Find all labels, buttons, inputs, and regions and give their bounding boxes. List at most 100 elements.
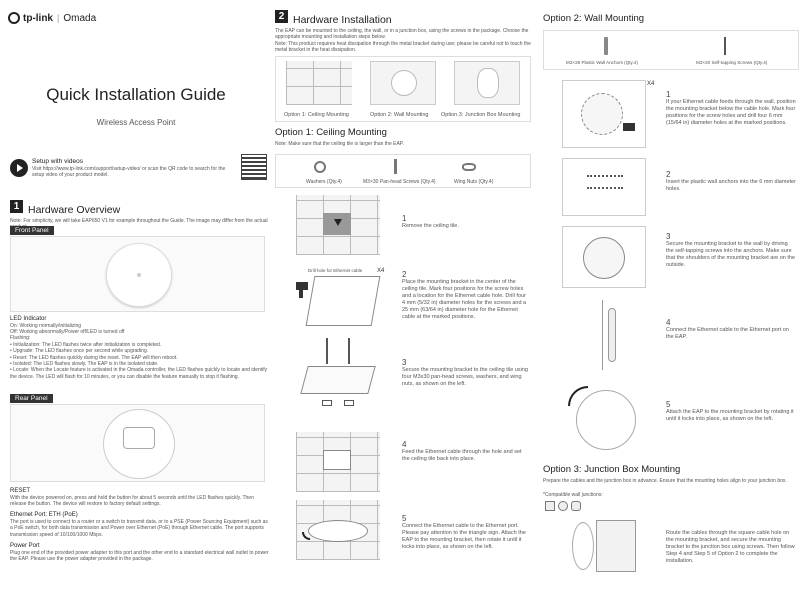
opt1-step1-image (296, 195, 380, 255)
step-text: Place the mounting bracket in the center… (402, 279, 527, 320)
wall-anchor-icon (604, 37, 608, 55)
opt2-step-2: 2 Insert the plastic wall anchors into t… (666, 170, 796, 193)
brand-divider: | (57, 13, 60, 23)
flash-item: • Isolated: The LED flashes slowly. The … (10, 361, 159, 368)
step-number: 2 (666, 170, 671, 179)
eth-desc: The port is used to connect to a router … (10, 519, 268, 538)
part-label: M3×28 Plastic Wall Anchors (Qty.4) (566, 60, 638, 65)
step-text: Connect the Ethernet cable to the Ethern… (666, 327, 789, 340)
flash-item: • Reset: The LED flashes quickly during … (10, 354, 178, 361)
cover-title: Quick Installation Guide (46, 85, 226, 104)
step-number: 5 (666, 400, 671, 409)
tile-plate (300, 366, 376, 394)
port-descriptions: RESET With the device powered on, press … (10, 488, 270, 563)
bracket-shape (583, 237, 625, 279)
eap-side (572, 522, 594, 570)
opt2-parts: M3×28 Plastic Wall Anchors (Qty.4) M3×20… (543, 30, 799, 70)
eap-mounted (308, 520, 368, 542)
option-thumbnails: Option 1: Ceiling Mounting Option 2: Wal… (275, 56, 531, 122)
wall-line (602, 300, 603, 370)
drill-handle-icon (299, 290, 303, 298)
option-label: Option 2: Wall Mounting (370, 112, 429, 118)
brand-logo: tp-link | Omada (8, 12, 96, 24)
anchor-mark (587, 175, 623, 177)
opt2-step3-image (562, 226, 646, 288)
opt2-step-4: 4 Connect the Ethernet cable to the Ethe… (666, 318, 796, 341)
part-label: M3×30 Pan-head Screws (Qty.4) (363, 179, 436, 185)
ceiling-tile (305, 276, 381, 326)
opt1-step3-image (296, 336, 380, 420)
tile-placed (323, 450, 351, 470)
opt1-step-3: 3 Secure the mounting bracket to the cei… (402, 358, 530, 388)
junction-square-icon (545, 501, 555, 511)
part-label: M3×20 Self-tapping Screws (Qty.4) (696, 60, 768, 65)
front-panel-image (10, 236, 265, 312)
led-off: Off: Working abnormally/Power off/LED is… (10, 329, 125, 335)
rear-panel-image (10, 404, 265, 482)
step-number: 1 (666, 90, 671, 99)
hw-install-heading: 2 Hardware Installation (275, 10, 392, 28)
washer-icon (314, 161, 326, 173)
wing-nut-icon (462, 163, 476, 171)
opt2-step2-image (562, 158, 646, 216)
option-thumb-junction[interactable] (454, 61, 520, 105)
opt1-note: Note: Make sure that the ceiling tile is… (275, 141, 404, 147)
part-label: Wing Nuts (Qty.4) (454, 179, 494, 185)
led-title: LED Indicator (10, 316, 47, 322)
opt3-intro: Prepare the cables and the junction box … (543, 478, 787, 484)
step-number: 4 (666, 318, 671, 327)
opt2-title: Option 2: Wall Mounting (543, 13, 645, 24)
eap-rear-shape (103, 409, 175, 479)
part-label: Washers (Qty.4) (306, 179, 342, 185)
arrow-down-icon (334, 219, 342, 226)
step-text: Remove the ceiling tile. (402, 223, 459, 229)
power-desc: Plug one end of the provided power adapt… (10, 549, 269, 563)
step-number: 4 (402, 440, 407, 449)
x4-label: X4 (377, 268, 385, 274)
qr-code-icon[interactable] (241, 154, 267, 180)
brand-product: Omada (63, 12, 97, 24)
anchor-mark (587, 187, 623, 189)
self-tapping-screw-icon (724, 37, 726, 55)
rotate-arrow-icon (302, 532, 310, 540)
rear-port-plate (123, 427, 155, 449)
option-label: Option 1: Ceiling Mounting (284, 112, 349, 118)
reset-desc: With the device powered on, press and ho… (10, 494, 254, 507)
x4-label: X4 (647, 81, 655, 87)
screw-icon (348, 338, 350, 364)
led-on: On: Working normally/initializing (10, 322, 82, 329)
power-title: Power Port (10, 543, 40, 550)
opt2-step5-image (566, 386, 644, 456)
opt1-step4-image (296, 432, 380, 492)
junction-octagon-icon (571, 501, 581, 511)
hw-install-note: Note: This product requires heat dissipa… (275, 41, 531, 54)
cover-subtitle: Wireless Access Point (96, 118, 176, 127)
step-text: Connect the Ethernet cable to the Ethern… (402, 523, 526, 550)
opt2-step4-image (572, 300, 642, 370)
reset-title: RESET (10, 488, 31, 494)
step-text: Secure the mounting bracket to the wall … (666, 241, 796, 268)
front-panel-label: Front Panel (10, 226, 54, 235)
option-thumb-ceiling[interactable] (286, 61, 352, 105)
flash-item: • Initialization: The LED flashes twice … (10, 341, 162, 348)
flash-item: • Upgrade: The LED flashes once per seco… (10, 348, 149, 355)
section-number: 2 (275, 10, 288, 23)
step-text: Insert the plastic wall anchors into the… (666, 179, 796, 192)
opt2-step-3: 3 Secure the mounting bracket to the wal… (666, 232, 796, 269)
rotate-arrow-icon (568, 386, 588, 406)
video-section: Setup with videos Visit https://www.tp-l… (10, 154, 268, 182)
hw-overview-title: Hardware Overview (28, 204, 121, 216)
wing-nut-icon (344, 400, 354, 406)
step-number: 3 (402, 358, 407, 367)
opt1-step-1: 1 Remove the ceiling tile. (402, 214, 530, 230)
led-flashing: Flashing: (10, 335, 31, 342)
step-number: 3 (666, 232, 671, 241)
led-section: LED Indicator On: Working normally/initi… (10, 316, 270, 380)
video-title: Setup with videos (32, 158, 83, 165)
option-thumb-wall[interactable] (370, 61, 436, 105)
junction-round-icon (558, 501, 568, 511)
wing-nut-icon (322, 400, 332, 406)
step-number: 1 (402, 214, 407, 223)
step-text: Secure the mounting bracket to the ceili… (402, 367, 528, 387)
hw-install-title: Hardware Installation (293, 14, 392, 26)
